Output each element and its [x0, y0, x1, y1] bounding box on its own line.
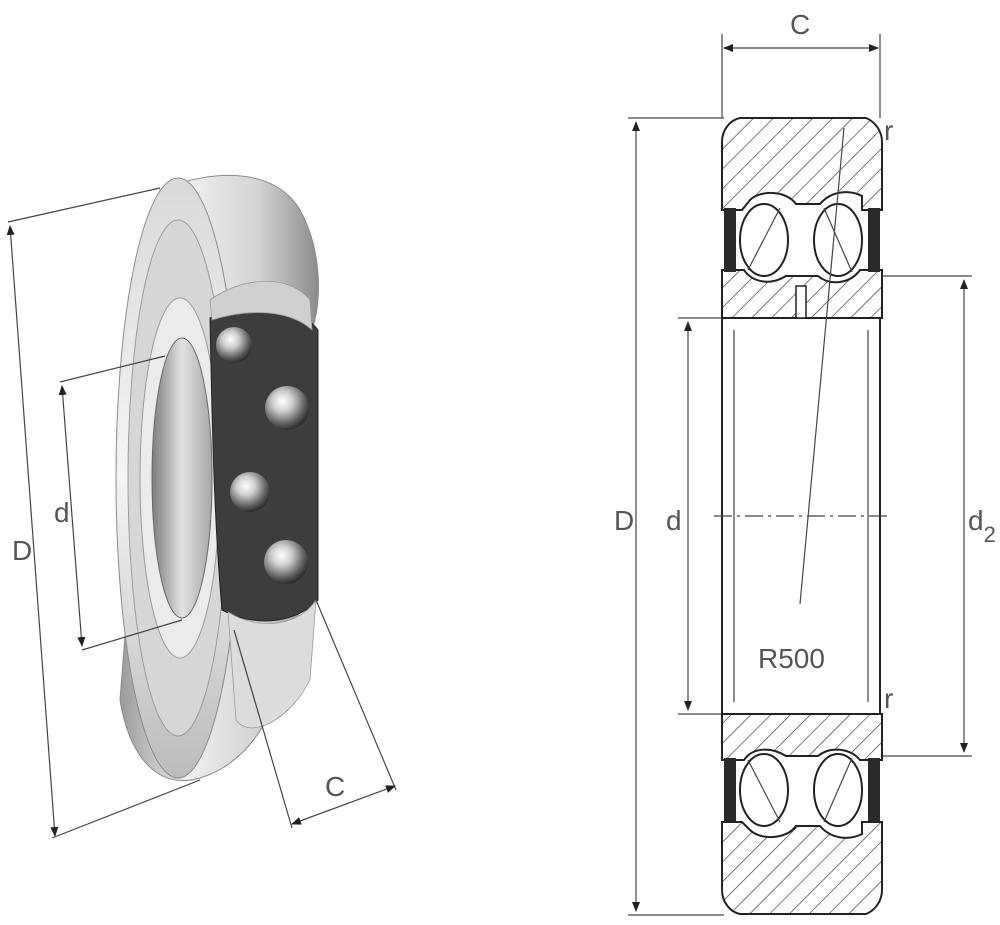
sec-label-r-bottom: r [884, 683, 893, 714]
contact-line [823, 757, 853, 823]
sec-label-C: C [790, 9, 810, 40]
sec-label-d2: d2 [968, 505, 996, 547]
ball [265, 386, 309, 430]
lube-hole [795, 285, 807, 319]
sec-label-R500: R500 [758, 643, 825, 674]
c-extension-left [233, 629, 293, 829]
iso-label-d: d [54, 497, 70, 528]
seal-section [868, 208, 880, 272]
isometric-view: D d C [6, 175, 397, 839]
bore [151, 337, 213, 619]
sec-label-d: d [666, 505, 682, 536]
d-outer-dimension-line [6, 225, 59, 837]
ball [264, 540, 308, 584]
outer-ring-top-section [721, 117, 883, 211]
sec-label-r-top: r [884, 115, 893, 146]
section-view: C D d d2 [614, 9, 996, 916]
seal-section [724, 208, 736, 272]
inner-ring-bottom-section [721, 713, 883, 761]
ball [216, 327, 252, 363]
contact-line [747, 759, 781, 823]
c-dimension-line [291, 785, 396, 825]
d-bore-extension-top [59, 355, 166, 383]
c-extension-right [315, 599, 397, 791]
sec-label-D: D [614, 505, 634, 536]
ball [230, 472, 270, 512]
contact-line [823, 207, 853, 273]
iso-label-C: C [325, 771, 345, 802]
seal-section [724, 758, 736, 822]
d-outer-extension-top [7, 187, 161, 223]
d-bore-dimension-line [58, 385, 86, 647]
r500-leader [799, 127, 845, 605]
iso-label-D: D [12, 535, 32, 566]
d-outer-extension-bottom [51, 779, 201, 839]
outer-ring-cut-bottom [227, 599, 317, 729]
seal-section [868, 758, 880, 822]
outer-ring-bottom-section [721, 821, 883, 915]
outer-ring-cut-top [209, 281, 313, 331]
contact-line [747, 207, 781, 271]
d-bore-extension-bottom [81, 619, 183, 651]
